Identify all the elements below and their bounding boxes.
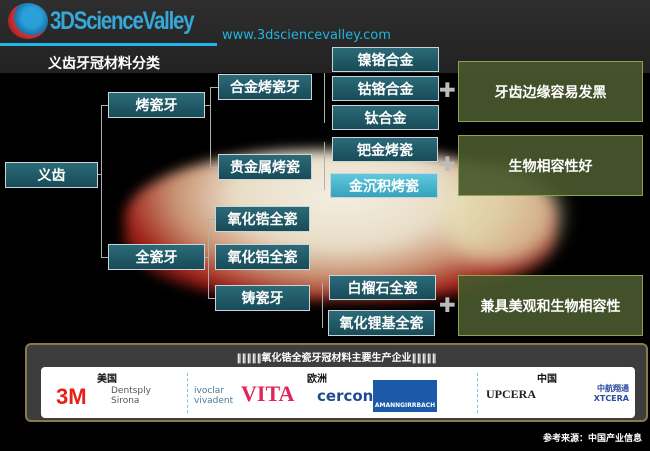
- logo-xtcera: 中航翔通 XTCERA: [593, 384, 629, 403]
- node-leucite: 白榴石全瓷: [329, 275, 436, 300]
- node-lithium: 氧化锂基全瓷: [328, 310, 435, 336]
- plus-icon: ✚: [439, 293, 456, 317]
- plus-icon: ✚: [439, 152, 456, 176]
- node-alumina: 氧化铝全瓷: [215, 244, 310, 270]
- node-porcelain-fused: 烤瓷牙: [108, 92, 205, 118]
- page-title: 义齿牙冠材料分类: [48, 56, 160, 72]
- node-precious-metal: 贵金属烤瓷: [218, 154, 312, 180]
- node-all-ceramic: 全瓷牙: [108, 244, 205, 270]
- connector: [101, 257, 108, 258]
- header: 3DScienceValley www.3dsciencevalley.com …: [0, 0, 650, 73]
- node-zirconia: 氧化锆全瓷: [215, 206, 310, 232]
- bracket: [324, 55, 325, 123]
- connector: [208, 298, 215, 299]
- connector: [98, 174, 102, 175]
- region-europe: 欧洲: [307, 374, 327, 385]
- companies-logos: 美国 欧洲 中国 3M Dentsply Sirona ivoclar viva…: [41, 367, 635, 418]
- node-cast-ceramic: 铸瓷牙: [215, 285, 310, 311]
- header-divider: [0, 43, 217, 46]
- companies-panel: ‖‖‖‖‖氧化锆全瓷牙冠材料主要生产企业‖‖‖‖‖ 美国 欧洲 中国 3M De…: [25, 343, 648, 422]
- logo-ivoclar-vivadent: ivoclar vivadent: [194, 386, 234, 406]
- node-gold-deposit: 金沉积烤瓷: [330, 173, 438, 198]
- logo-upcera: UPCERA: [486, 387, 536, 401]
- connector: [208, 219, 209, 298]
- region-usa: 美国: [97, 374, 117, 385]
- logo-dentsply-sirona: Dentsply Sirona: [111, 386, 151, 406]
- connector: [208, 219, 215, 220]
- plus-icon: ✚: [439, 78, 456, 102]
- connector: [210, 167, 218, 168]
- node-titanium: 钛合金: [332, 105, 439, 130]
- connector: [210, 87, 218, 88]
- connector: [205, 257, 208, 258]
- logo-amanngirrbach: AMANNGIRRBACH: [373, 380, 437, 412]
- divider: [477, 373, 478, 413]
- node-cocr: 钴铬合金: [332, 76, 439, 101]
- bracket: [324, 142, 325, 190]
- connector: [101, 105, 102, 258]
- node-palladium-gold: 钯金烤瓷: [332, 137, 438, 162]
- connector: [205, 105, 210, 106]
- source-note: 参考来源：中国产业信息: [542, 434, 642, 444]
- logo-3m: 3M: [56, 384, 87, 409]
- logo-vita: VITA: [241, 381, 295, 406]
- divider: [187, 373, 188, 413]
- note-aesthetic-biocompatible: 兼具美观和生物相容性: [458, 275, 643, 336]
- connector: [101, 105, 108, 106]
- logo-text: 3DScienceValley: [50, 6, 195, 35]
- site-url[interactable]: www.3dsciencevalley.com: [222, 28, 391, 43]
- bracket: [322, 283, 323, 328]
- region-china: 中国: [537, 374, 557, 385]
- note-edge-blackening: 牙齿边缘容易发黑: [458, 61, 643, 122]
- logo-cercon: cercon: [317, 387, 374, 405]
- node-root: 义齿: [5, 162, 98, 188]
- connector: [210, 87, 211, 167]
- companies-title: ‖‖‖‖‖氧化锆全瓷牙冠材料主要生产企业‖‖‖‖‖: [236, 353, 437, 364]
- logo: 3DScienceValley: [8, 3, 225, 39]
- node-nicr: 镍铬合金: [332, 47, 439, 72]
- note-biocompatible: 生物相容性好: [458, 135, 643, 196]
- node-alloy-porcelain: 合金烤瓷牙: [218, 74, 312, 100]
- logo-icon: [8, 3, 48, 39]
